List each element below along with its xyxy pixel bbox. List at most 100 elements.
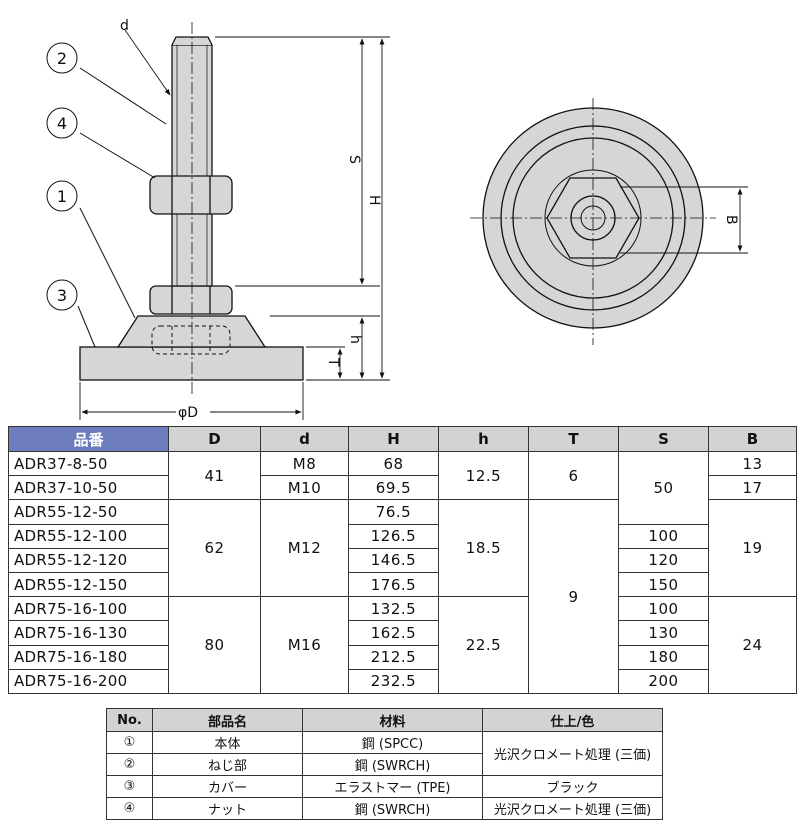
H-cell: 69.5 xyxy=(348,475,439,501)
S-cell: 130 xyxy=(618,620,709,646)
S-cell: 100 xyxy=(618,523,709,549)
header-finish: 仕上/色 xyxy=(482,708,663,732)
model-cell: ADR75-16-130 xyxy=(8,620,169,646)
part-name: 本体 xyxy=(152,731,303,754)
d-cell: M12 xyxy=(260,499,349,598)
B-cell: 13 xyxy=(708,450,797,477)
header-part-name: 部品名 xyxy=(152,708,303,732)
H-cell: 232.5 xyxy=(348,668,439,694)
H-cell: 212.5 xyxy=(348,644,439,670)
header-H: H xyxy=(348,426,439,452)
table-row: ADR37-10-50 M10 69.5 17 xyxy=(8,475,797,501)
table-row: ADR75-16-180 212.5 180 xyxy=(8,644,797,670)
header-B: B xyxy=(708,426,797,452)
header-material: 材料 xyxy=(302,708,483,732)
spec-header-row: 品番 D d H h T S B xyxy=(8,426,797,452)
part-no: ② xyxy=(106,753,153,776)
d-cell: M8 xyxy=(260,450,349,477)
label-H: H xyxy=(366,195,382,206)
header-S: S xyxy=(618,426,709,452)
model-cell: ADR55-12-120 xyxy=(8,547,169,573)
part-name: カバー xyxy=(152,775,303,798)
part-material: 鋼 (SWRCH) xyxy=(302,797,483,820)
label-d: d xyxy=(120,18,129,34)
H-cell: 146.5 xyxy=(348,547,439,573)
callout-3: 3 xyxy=(57,286,67,305)
cover xyxy=(116,315,267,348)
part-name: ナット xyxy=(152,797,303,820)
S-cell: 100 xyxy=(618,596,709,622)
side-dimensions xyxy=(79,29,390,420)
d-cell: M16 xyxy=(260,596,349,694)
table-row: ADR55-12-100 126.5 100 xyxy=(8,523,797,549)
front-dimensions xyxy=(620,186,748,254)
B-cell: 17 xyxy=(708,475,797,501)
label-h: h xyxy=(347,335,363,344)
H-cell: 162.5 xyxy=(348,620,439,646)
part-finish: 光沢クロメート処理 (三価) xyxy=(482,797,663,820)
label-T: T xyxy=(325,357,341,367)
table-row: ③ カバー エラストマー (TPE) ブラック xyxy=(106,775,663,798)
part-finish: 光沢クロメート処理 (三価) xyxy=(482,731,663,776)
T-cell: 9 xyxy=(528,499,619,694)
header-h: h xyxy=(438,426,529,452)
label-D: φD xyxy=(178,405,198,421)
part-no: ③ xyxy=(106,775,153,798)
model-cell: ADR55-12-100 xyxy=(8,523,169,549)
lower-nut xyxy=(149,285,233,315)
table-row: ④ ナット 鋼 (SWRCH) 光沢クロメート処理 (三価) xyxy=(106,797,663,820)
D-cell: 41 xyxy=(168,450,261,501)
callouts xyxy=(46,42,167,348)
base-plate xyxy=(79,346,304,381)
side-view xyxy=(79,22,304,395)
model-cell: ADR37-10-50 xyxy=(8,475,169,501)
parts-header-row: No. 部品名 材料 仕上/色 xyxy=(106,708,663,732)
header-D: D xyxy=(168,426,261,452)
H-cell: 68 xyxy=(348,450,439,477)
label-B: B xyxy=(723,215,739,225)
spec-table: 品番 D d H h T S B ADR37-8-50 41 M8 68 12.… xyxy=(8,426,797,694)
header-no: No. xyxy=(106,708,153,732)
part-no: ① xyxy=(106,731,153,754)
table-row: ADR55-12-120 146.5 120 xyxy=(8,547,797,573)
T-cell: 6 xyxy=(528,450,619,501)
model-cell: ADR75-16-100 xyxy=(8,596,169,622)
header-T: T xyxy=(528,426,619,452)
d-cell: M10 xyxy=(260,475,349,501)
h-cell: 22.5 xyxy=(438,596,529,694)
B-cell: 24 xyxy=(708,596,797,694)
parts-table: No. 部品名 材料 仕上/色 ① 本体 鋼 (SPCC) 光沢クロメート処理 … xyxy=(106,708,663,820)
upper-nut xyxy=(149,175,233,215)
label-S: S xyxy=(346,155,362,164)
table-row: ADR55-12-150 176.5 150 xyxy=(8,571,797,598)
S-cell: 180 xyxy=(618,644,709,670)
part-no: ④ xyxy=(106,797,153,820)
D-cell: 80 xyxy=(168,596,261,694)
model-cell: ADR75-16-180 xyxy=(8,644,169,670)
model-cell: ADR55-12-150 xyxy=(8,571,169,598)
callout-2: 2 xyxy=(57,49,67,68)
callout-1: 1 xyxy=(57,187,67,206)
header-model: 品番 xyxy=(8,426,169,452)
S-cell: 200 xyxy=(618,668,709,694)
S-cell: 50 xyxy=(618,451,709,525)
part-name: ねじ部 xyxy=(152,753,303,776)
D-cell: 62 xyxy=(168,499,261,598)
model-cell: ADR75-16-200 xyxy=(8,668,169,694)
table-row: ADR37-8-50 41 M8 68 12.5 6 50 13 xyxy=(8,450,797,525)
front-view xyxy=(470,98,716,345)
callout-4: 4 xyxy=(57,114,67,133)
h-cell: 12.5 xyxy=(438,450,529,501)
model-cell: ADR37-8-50 xyxy=(8,450,169,477)
table-row: ADR55-12-50 62 M12 76.5 18.5 9 19 xyxy=(8,499,797,694)
table-row: ADR75-16-200 232.5 200 xyxy=(8,668,797,694)
technical-drawing: d S H h T φD 2 4 1 3 B xyxy=(46,18,748,421)
H-cell: 126.5 xyxy=(348,523,439,549)
S-cell: 150 xyxy=(618,571,709,598)
S-cell: 120 xyxy=(618,547,709,573)
header-d: d xyxy=(260,426,349,452)
model-cell: ADR55-12-50 xyxy=(8,499,169,525)
part-material: 鋼 (SWRCH) xyxy=(302,753,483,776)
part-finish: ブラック xyxy=(482,775,663,798)
table-row: ① 本体 鋼 (SPCC) 光沢クロメート処理 (三価) xyxy=(106,731,663,776)
